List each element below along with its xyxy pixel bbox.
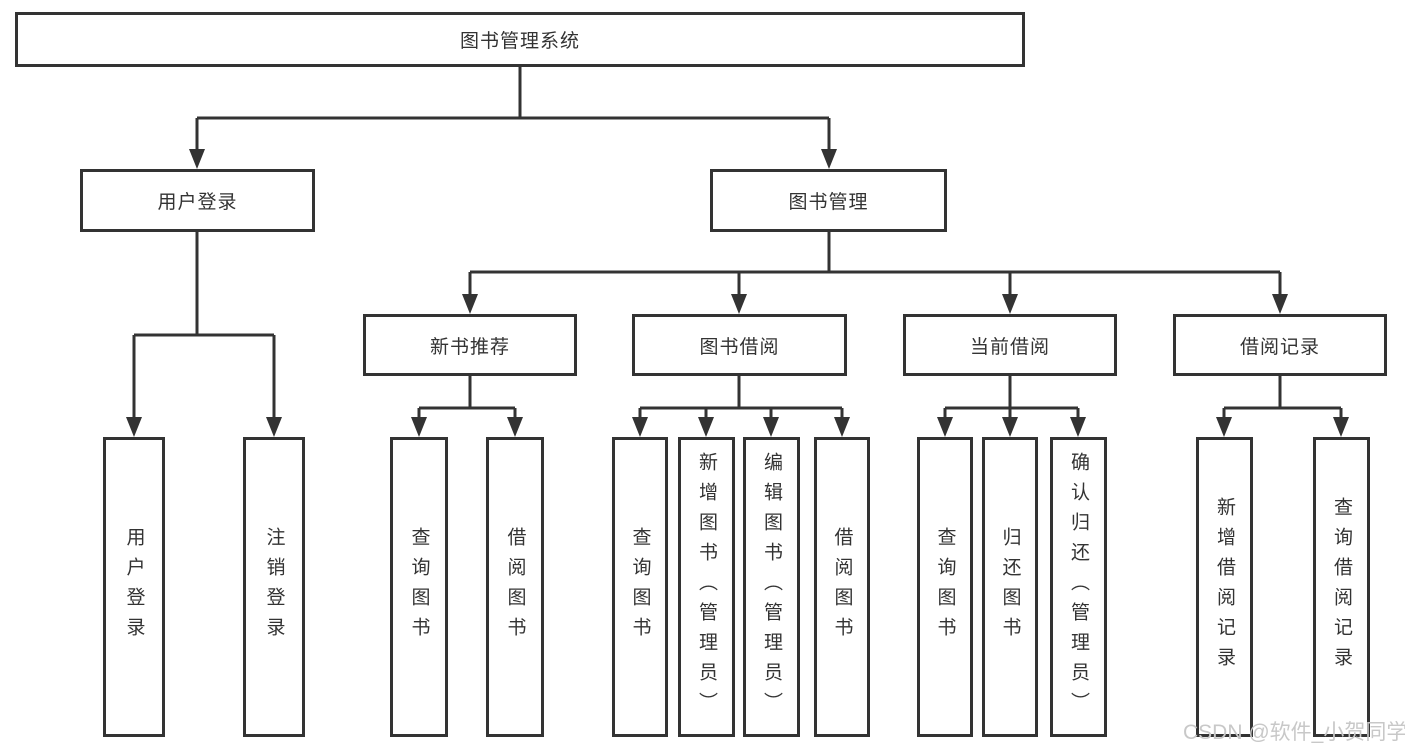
- node-current-borrowing: 当前借阅: [903, 314, 1117, 376]
- node-label: 图书管理系统: [459, 31, 580, 52]
- leaf-label: 新增借阅记录: [1214, 497, 1235, 677]
- leaf-query-books-recommend: 查询图书: [390, 437, 448, 737]
- node-borrowing-records: 借阅记录: [1173, 314, 1387, 376]
- node-book-management: 图书管理: [710, 169, 947, 232]
- leaf-confirm-return-admin: 确认归还（管理员）: [1050, 437, 1107, 737]
- node-user-login: 用户登录: [80, 169, 315, 232]
- leaf-label: 注销登录: [263, 527, 285, 647]
- leaf-label: 确认归还（管理员）: [1068, 452, 1089, 722]
- leaf-label: 用户登录: [123, 527, 145, 647]
- leaf-query-books-borrowing: 查询图书: [612, 437, 668, 737]
- leaf-query-borrow-record: 查询借阅记录: [1313, 437, 1370, 737]
- leaf-label: 查询借阅记录: [1331, 497, 1352, 677]
- node-book-borrowing: 图书借阅: [632, 314, 847, 376]
- node-label: 图书借阅: [699, 336, 780, 358]
- node-label: 新书推荐: [429, 336, 510, 358]
- leaf-edit-books-admin: 编辑图书（管理员）: [743, 437, 800, 737]
- node-label: 当前借阅: [969, 336, 1050, 358]
- node-label: 用户登录: [157, 192, 238, 213]
- leaf-label: 编辑图书（管理员）: [761, 452, 782, 722]
- leaf-label: 新增图书（管理员）: [696, 452, 717, 722]
- leaf-label: 借阅图书: [831, 527, 853, 647]
- node-new-book-recommendation: 新书推荐: [363, 314, 577, 376]
- leaf-label: 查询图书: [934, 527, 956, 647]
- leaf-borrow-books-recommend: 借阅图书: [486, 437, 544, 737]
- node-label: 图书管理: [788, 192, 869, 213]
- leaf-label: 借阅图书: [504, 527, 526, 647]
- leaf-add-books-admin: 新增图书（管理员）: [678, 437, 735, 737]
- node-library-system: 图书管理系统: [15, 12, 1025, 67]
- leaf-label: 查询图书: [629, 527, 651, 647]
- leaf-logout: 注销登录: [243, 437, 305, 737]
- leaf-add-borrow-record: 新增借阅记录: [1196, 437, 1253, 737]
- leaf-return-books: 归还图书: [982, 437, 1038, 737]
- leaf-query-books-current: 查询图书: [917, 437, 973, 737]
- leaf-label: 归还图书: [999, 527, 1021, 647]
- node-label: 借阅记录: [1239, 336, 1320, 358]
- leaf-user-login: 用户登录: [103, 437, 165, 737]
- leaf-label: 查询图书: [408, 527, 430, 647]
- leaf-borrow-books-borrowing: 借阅图书: [814, 437, 870, 737]
- csdn-watermark: CSDN @软件_小贺同学: [1183, 721, 1405, 744]
